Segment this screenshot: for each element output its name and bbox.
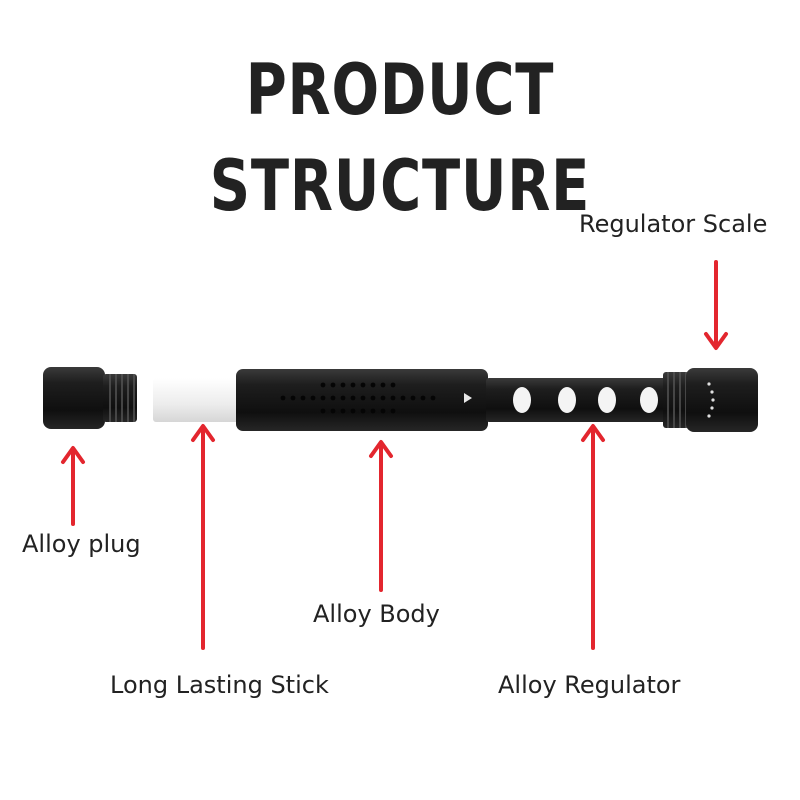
label-alloy-body: Alloy Body xyxy=(313,600,440,628)
arrows xyxy=(61,260,728,650)
alloy-plug-part xyxy=(43,367,137,429)
arrow-regulator-scale xyxy=(704,260,728,350)
page-title: PRODUCT STRUCTURE xyxy=(209,49,591,227)
regulator-holes xyxy=(513,387,658,413)
label-alloy-regulator: Alloy Regulator xyxy=(498,671,681,699)
alloy-regulator-part xyxy=(486,372,689,428)
arrow-alloy-regulator xyxy=(581,424,605,650)
label-regulator-scale: Regulator Scale xyxy=(579,210,768,238)
long-lasting-stick-part xyxy=(153,378,245,422)
body-vent-holes xyxy=(280,382,436,414)
scale-dots xyxy=(707,382,715,418)
arrow-alloy-plug xyxy=(61,446,85,526)
regulator-scale-part xyxy=(686,368,758,432)
alloy-body-part xyxy=(236,369,488,431)
arrow-alloy-body xyxy=(369,440,393,592)
play-triangle-icon xyxy=(464,393,472,403)
plug-thread-lines xyxy=(109,374,135,422)
label-alloy-plug: Alloy plug xyxy=(22,530,141,558)
label-long-lasting-stick: Long Lasting Stick xyxy=(110,671,329,699)
arrow-long-lasting-stick xyxy=(191,424,215,650)
